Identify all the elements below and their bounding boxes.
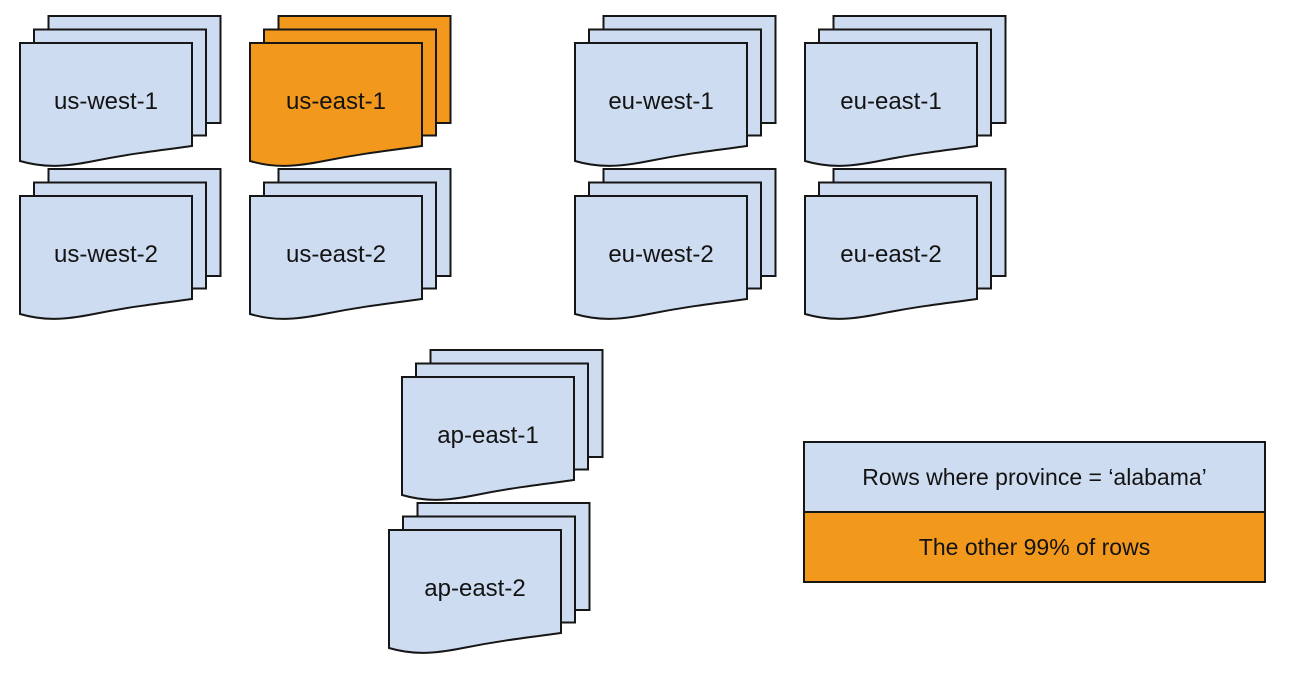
region-stack-us-west-1: us-west-1 bbox=[19, 15, 222, 173]
legend-row-alabama: Rows where province = ‘alabama’ bbox=[805, 443, 1264, 511]
legend-row-label: The other 99% of rows bbox=[918, 533, 1151, 560]
document-stack-icon bbox=[249, 15, 452, 167]
document-stack-icon bbox=[388, 502, 591, 654]
region-stack-eu-east-1: eu-east-1 bbox=[804, 15, 1007, 173]
region-stack-ap-east-2: ap-east-2 bbox=[388, 502, 591, 660]
region-stack-us-east-2: us-east-2 bbox=[249, 168, 452, 326]
region-stack-eu-west-1: eu-west-1 bbox=[574, 15, 777, 173]
legend-row-label: Rows where province = ‘alabama’ bbox=[862, 463, 1207, 490]
document-stack-icon bbox=[804, 168, 1007, 320]
region-stack-ap-east-1: ap-east-1 bbox=[401, 349, 604, 507]
document-stack-icon bbox=[804, 15, 1007, 167]
document-stack-icon bbox=[574, 15, 777, 167]
region-stack-us-west-2: us-west-2 bbox=[19, 168, 222, 326]
region-stack-us-east-1: us-east-1 bbox=[249, 15, 452, 173]
region-stack-eu-east-2: eu-east-2 bbox=[804, 168, 1007, 326]
document-stack-icon bbox=[249, 168, 452, 320]
document-stack-icon bbox=[19, 168, 222, 320]
legend-row-other-rows: The other 99% of rows bbox=[805, 511, 1264, 581]
document-stack-icon bbox=[401, 349, 604, 501]
legend: Rows where province = ‘alabama’ The othe… bbox=[803, 441, 1266, 583]
document-stack-icon bbox=[574, 168, 777, 320]
document-stack-icon bbox=[19, 15, 222, 167]
region-stack-eu-west-2: eu-west-2 bbox=[574, 168, 777, 326]
